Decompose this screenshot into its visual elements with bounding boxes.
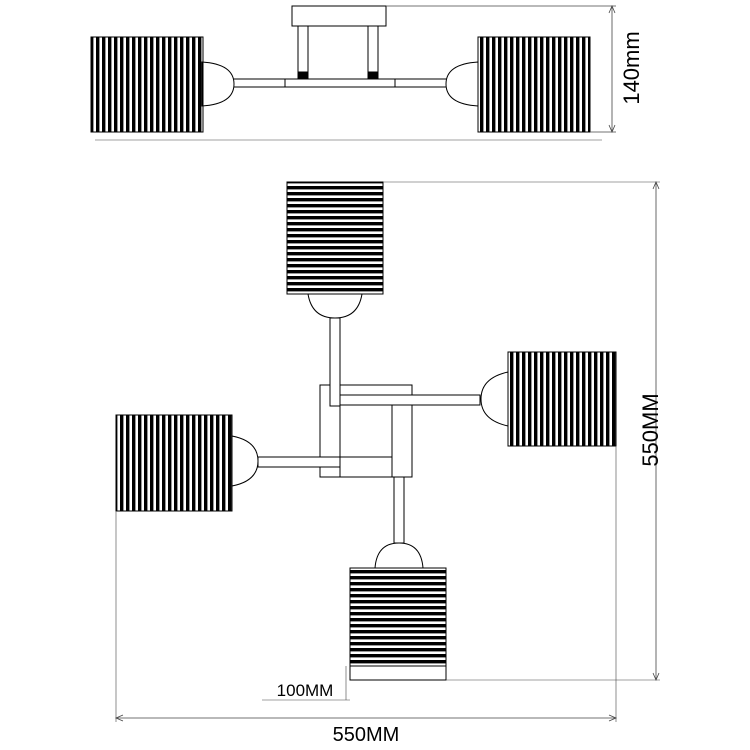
support-rod-right	[367, 25, 379, 77]
arm-west	[257, 456, 341, 468]
support-rod-left	[297, 25, 309, 77]
top-shade-east	[507, 351, 617, 447]
rod-clip-right	[367, 71, 379, 80]
width-dimension-label: 550MM	[333, 724, 400, 746]
top-shade-south	[349, 567, 447, 681]
arm-east	[339, 394, 481, 406]
lamp-holder-east	[480, 371, 509, 427]
lamp-holder-right	[445, 61, 479, 107]
height-dimension-label: 140mm	[619, 31, 644, 104]
dimension-lines	[114, 180, 660, 722]
side-arm-bar	[223, 78, 457, 88]
arm-south	[393, 476, 405, 544]
top-shade-north	[286, 181, 384, 295]
lamp-holder-west	[231, 435, 259, 487]
lamp-holder-south	[374, 542, 424, 569]
side-view	[90, 4, 616, 141]
side-shade-right	[477, 36, 591, 133]
ceiling-plate	[291, 5, 387, 27]
rod-clip-left	[297, 71, 309, 80]
arm-north	[329, 317, 341, 407]
top-view	[115, 181, 617, 681]
lamp-holder-left	[201, 61, 235, 107]
side-shade-left	[90, 36, 204, 133]
center-bracket-inner	[339, 404, 413, 478]
top-shade-west	[115, 414, 233, 512]
lamp-holder-north	[307, 293, 363, 319]
depth-dimension-label: 550MM	[638, 393, 663, 466]
shade-height-dimension-label: 100MM	[277, 681, 334, 700]
